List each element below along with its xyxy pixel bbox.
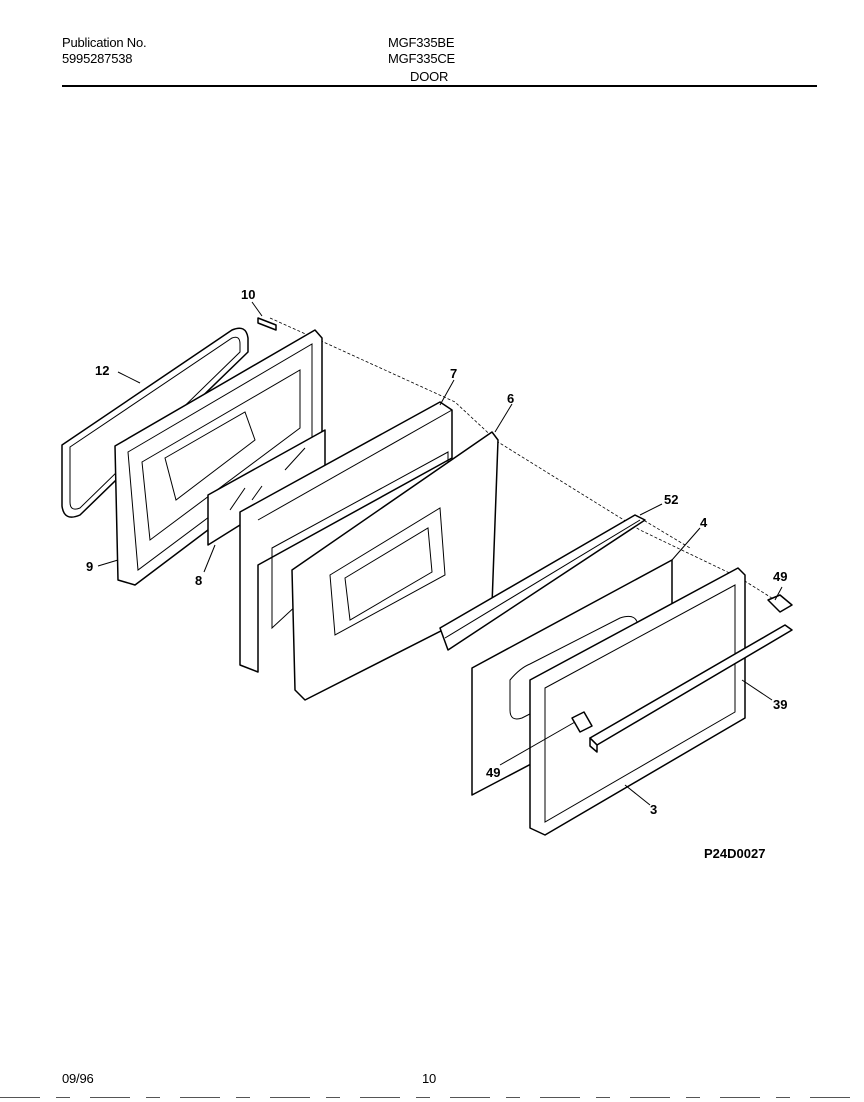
callout-3: 3 <box>650 802 658 817</box>
part-screw <box>257 317 277 331</box>
callout-7: 7 <box>450 366 458 381</box>
callout-52: 52 <box>664 492 679 507</box>
footer-rule <box>0 1097 864 1098</box>
part-handle-bracket-right <box>767 594 793 613</box>
callout-4: 4 <box>700 515 708 530</box>
callout-9: 9 <box>86 559 94 574</box>
callout-6: 6 <box>507 391 515 406</box>
diagram-id: P24D0027 <box>704 846 766 861</box>
publication-number: 5995287538 <box>62 51 133 66</box>
model-number-1: MGF335BE <box>388 35 455 50</box>
part-trim-channel <box>439 514 646 651</box>
section-title: DOOR <box>410 69 449 84</box>
footer-page-number: 10 <box>422 1071 437 1086</box>
publication-label: Publication No. <box>62 35 147 50</box>
leader-lines <box>97 301 783 806</box>
header-rule <box>62 85 817 87</box>
part-outer-door-frame <box>529 567 746 836</box>
callout-10: 10 <box>241 287 256 302</box>
callout-12: 12 <box>95 363 110 378</box>
callout-49-left: 49 <box>486 765 501 780</box>
callout-8: 8 <box>195 573 203 588</box>
callout-39: 39 <box>773 697 788 712</box>
footer-date: 09/96 <box>62 1071 94 1086</box>
model-number-2: MGF335CE <box>388 51 456 66</box>
callout-49-right: 49 <box>773 569 788 584</box>
part-door-handle <box>589 624 793 753</box>
part-handle-bracket-left <box>571 711 593 733</box>
